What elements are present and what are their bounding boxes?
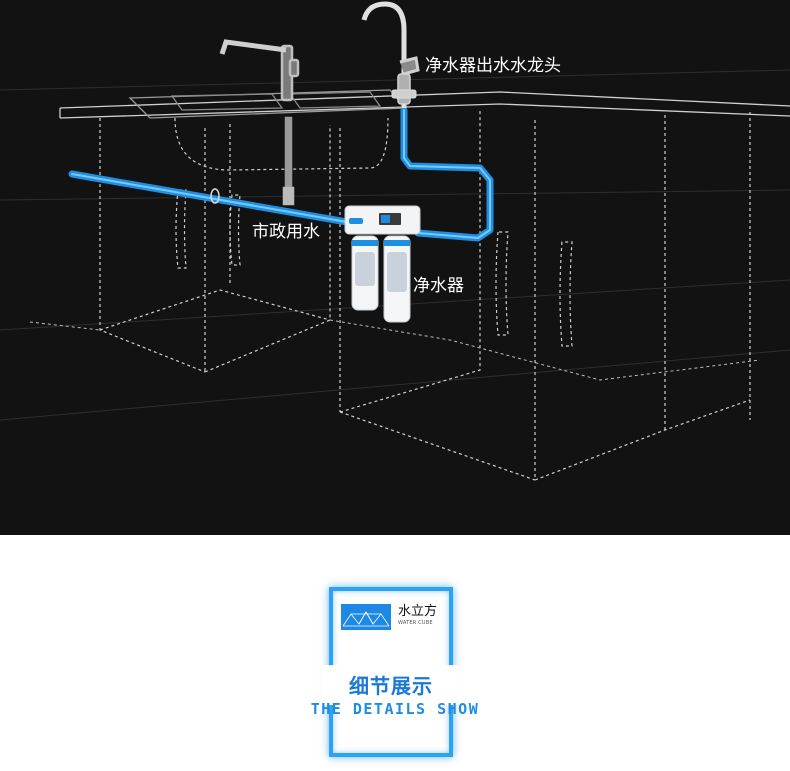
sink-faucet [219, 39, 300, 206]
water-purifier-unit [344, 205, 421, 323]
brand-subtitle: WATER CUBE [398, 620, 433, 626]
section-subtitle: THE DETAILS SHOW [310, 700, 480, 718]
municipal-water-pipe [68, 106, 494, 242]
section-title: 细节展示 [349, 674, 433, 698]
badge-frame-gap [322, 665, 462, 705]
purifier-faucet [361, 1, 420, 108]
kitchen-cabinet-drawing [0, 1, 790, 481]
water-cube-logo-icon [341, 604, 391, 630]
brand-logo-row: 水立方 WATER CUBE [341, 604, 451, 632]
faucet-label: 净水器出水水龙头 [425, 56, 561, 76]
brand-name: 水立方 [398, 604, 438, 619]
purifier-label: 净水器 [413, 276, 464, 296]
countertop [59, 89, 790, 119]
section-header-badge: 水立方 WATER CUBE 细节展示 THE DETAILS SHOW [0, 535, 790, 771]
installation-diagram: 净水器出水水龙头 市政用水 净水器 [0, 0, 790, 535]
municipal-water-label: 市政用水 [252, 222, 320, 242]
